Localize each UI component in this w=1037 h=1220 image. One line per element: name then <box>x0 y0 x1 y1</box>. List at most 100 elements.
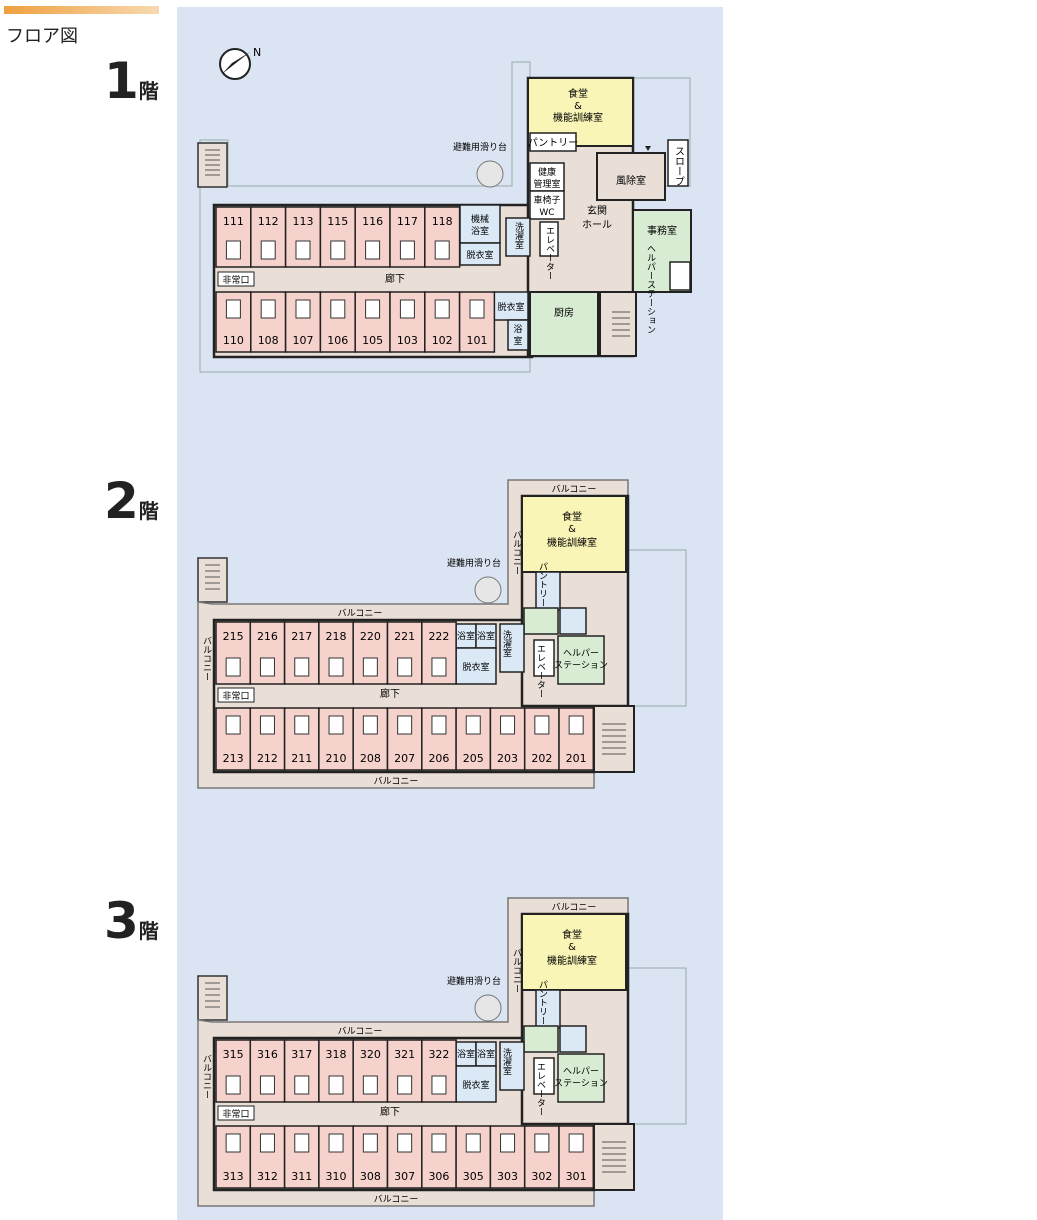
room-toilet-icon <box>259 1075 275 1095</box>
f2-dining-label-1: 食堂 <box>562 510 582 523</box>
room-number-label: 305 <box>463 1170 484 1183</box>
room-toilet-icon <box>330 240 346 260</box>
f1-bath-label-2: 浴室 <box>471 225 489 237</box>
room-205 <box>455 707 492 771</box>
stair-icon <box>593 705 635 773</box>
f1-laundry-label: 洗濯室 <box>513 221 524 249</box>
f1-wc-label-2: WC <box>539 208 554 218</box>
f1-health-label-2: 管理室 <box>533 178 560 190</box>
floor-3-plan: 食堂 & 機能訓練室 バルコニー バルコニー バルコニー バルコニー バルコニー… <box>197 897 687 1207</box>
f3-balcony-label-vert: バルコニー <box>511 948 522 993</box>
room-number-label: 303 <box>497 1170 518 1183</box>
f1-slope-label: スロープ <box>673 146 684 186</box>
room-toilet-icon <box>534 715 550 735</box>
f2-laundry-label: 洗濯室 <box>501 629 512 657</box>
f1-dining-label-3: 機能訓練室 <box>553 111 603 124</box>
room-toilet-icon <box>431 1075 447 1095</box>
room-number-label: 313 <box>223 1170 244 1183</box>
f2-balcony-label-bottom: バルコニー <box>374 776 419 787</box>
f1-corridor-label: 廊下 <box>385 272 405 285</box>
room-number-label: 301 <box>566 1170 587 1183</box>
room-toilet-icon <box>328 1133 344 1153</box>
compass-label: N <box>253 46 261 59</box>
room-number-label: 322 <box>428 1048 449 1061</box>
f3-elevator-label: エレベーター <box>535 1062 546 1116</box>
f3-slide-label: 避難用滑り台 <box>447 975 501 987</box>
room-toilet-icon <box>397 1133 413 1153</box>
room-toilet-icon <box>431 657 447 677</box>
f1-bath-label-1: 機械 <box>471 213 489 225</box>
room-toilet-icon <box>362 715 378 735</box>
room-number-label: 106 <box>327 334 348 347</box>
f2-balcony-label-mid: バルコニー <box>338 608 383 619</box>
f3-pantry-label: パントリー <box>537 980 548 1025</box>
room-toilet-icon <box>500 1133 516 1153</box>
room-number-label: 222 <box>428 630 449 643</box>
room-number-label: 306 <box>428 1170 449 1183</box>
f2-elevator-label: エレベーター <box>535 644 546 698</box>
f3-dining-label-1: 食堂 <box>562 928 582 941</box>
f3-balcony-label-west: バルコニー <box>201 1054 212 1099</box>
f3-exit-label: 非常口 <box>222 1108 249 1120</box>
room-toilet-icon <box>259 1133 275 1153</box>
f1-dressing-label: 脱衣室 <box>466 249 493 261</box>
room-number-label: 318 <box>326 1048 347 1061</box>
room-number-label: 302 <box>531 1170 552 1183</box>
room-toilet-icon <box>431 715 447 735</box>
stair-icon <box>593 1123 635 1191</box>
f1-pantry-label: パントリー <box>528 137 579 149</box>
f1-dining-label-2: & <box>574 101 582 112</box>
f2-helper-label-2: ステーション <box>554 660 608 671</box>
f1-vestibule-label: 風除室 <box>616 174 646 187</box>
room-toilet-icon <box>328 657 344 677</box>
room-number-label: 312 <box>257 1170 278 1183</box>
f1-wc-label-1: 車椅子 <box>533 194 560 206</box>
f2-bath-label-a: 浴室 <box>457 630 475 642</box>
room-number-label: 202 <box>531 752 552 765</box>
room-number-label: 212 <box>257 752 278 765</box>
room-toilet-icon <box>397 1075 413 1095</box>
f3-corridor-label: 廊下 <box>380 1105 400 1118</box>
room-toilet-icon <box>225 1075 241 1095</box>
f3-helper-label-2: ステーション <box>554 1078 608 1089</box>
f1-dressing2-label: 脱衣室 <box>497 301 524 313</box>
room-number-label: 118 <box>432 215 453 228</box>
f3-laundry-label: 洗濯室 <box>501 1047 512 1075</box>
f1-office-label: 事務室 <box>647 224 677 237</box>
room-toilet-icon <box>534 1133 550 1153</box>
slide-icon <box>476 160 504 188</box>
f2-dressing-label: 脱衣室 <box>462 661 489 673</box>
room-toilet-icon <box>397 715 413 735</box>
room-toilet-icon <box>295 299 311 319</box>
room-number-label: 311 <box>291 1170 312 1183</box>
room-toilet-icon <box>434 240 450 260</box>
f3-balcony-label-bottom: バルコニー <box>374 1194 419 1205</box>
room-number-label: 105 <box>362 334 383 347</box>
f3-balcony-label-mid: バルコニー <box>338 1026 383 1037</box>
room-toilet-icon <box>465 1133 481 1153</box>
f3-dining-label-3: 機能訓練室 <box>547 954 597 967</box>
f2-balcony-label-top: バルコニー <box>552 484 597 495</box>
f3-helper-label-1: ヘルパー <box>563 1066 599 1077</box>
room-toilet-icon <box>328 715 344 735</box>
room-toilet-icon <box>259 657 275 677</box>
room-number-label: 208 <box>360 752 381 765</box>
f2-bath-label-b: 浴室 <box>477 630 495 642</box>
room-number-label: 108 <box>258 334 279 347</box>
room-number-label: 213 <box>223 752 244 765</box>
f3-dressing-label: 脱衣室 <box>462 1079 489 1091</box>
room-toilet-icon <box>259 715 275 735</box>
room-toilet-icon <box>500 715 516 735</box>
room-number-label: 220 <box>360 630 381 643</box>
room-number-label: 216 <box>257 630 278 643</box>
room-number-label: 210 <box>326 752 347 765</box>
floor-1-plan: 食堂 & 機能訓練室 パントリー 健康 管理室 車椅子 WC 玄関 ホール 風除… <box>197 61 692 373</box>
f1-bath2-label-2: 室 <box>513 335 522 347</box>
slide-icon <box>474 576 502 604</box>
